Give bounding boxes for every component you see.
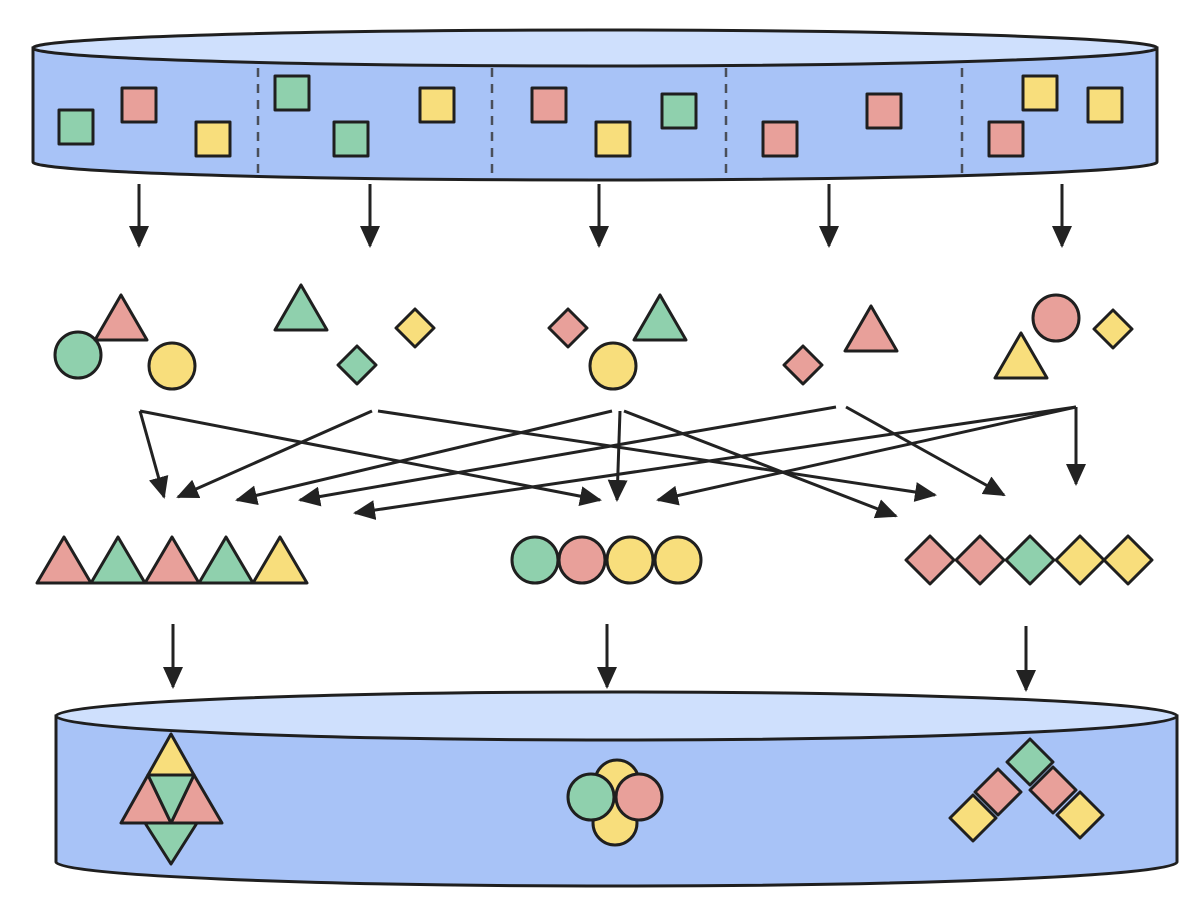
triangle-group: [35, 535, 309, 585]
yellow-circle-icon: [147, 341, 197, 391]
red-diamond-icon: [1028, 765, 1078, 815]
split-arrows: [129, 184, 1072, 248]
input-store-body: [31, 46, 1159, 182]
red-diamond-icon: [782, 344, 824, 386]
shuffle-arrow: [845, 405, 1006, 497]
shuffle-arrow: [298, 405, 837, 507]
green-square-icon: [273, 74, 311, 112]
red-triangle-icon: [843, 304, 899, 353]
yellow-square-icon: [594, 120, 632, 158]
shuffle-arrows: [138, 405, 1086, 520]
yellow-square-icon: [418, 86, 456, 124]
input-partition: [761, 92, 903, 158]
shuffle-arrow: [176, 409, 373, 499]
output-data-store: [54, 690, 1179, 888]
circle-group: [510, 535, 703, 585]
green-triangle-icon: [143, 821, 199, 866]
yellow-circle-icon: [588, 341, 638, 391]
green-square-icon: [57, 108, 95, 146]
green-square-icon: [332, 120, 370, 158]
mapped-group: [53, 293, 197, 391]
red-square-icon: [530, 86, 568, 124]
red-triangle-icon: [35, 535, 93, 585]
yellow-square-icon: [1021, 74, 1059, 112]
red-square-icon: [865, 92, 903, 130]
yellow-diamond-icon: [1102, 534, 1154, 586]
mapped-group: [993, 293, 1134, 380]
green-diamond-icon: [336, 344, 378, 386]
triangle-result: [119, 732, 224, 866]
shuffle-arrow: [656, 405, 1077, 506]
green-triangle-icon: [197, 535, 255, 585]
input-data-store: [31, 28, 1159, 182]
green-circle-icon: [566, 772, 616, 822]
input-partition: [57, 86, 232, 158]
yellow-diamond-icon: [1054, 534, 1106, 586]
yellow-diamond-icon: [1092, 308, 1134, 350]
red-square-icon: [120, 86, 158, 124]
grouped-shapes: [35, 534, 1154, 586]
mapped-group: [782, 304, 899, 386]
mapped-shapes: [53, 283, 1134, 391]
green-diamond-icon: [1004, 534, 1056, 586]
red-triangle-icon: [143, 535, 201, 585]
red-circle-icon: [557, 535, 607, 585]
input-partition: [273, 74, 456, 158]
input-store-top: [31, 28, 1159, 68]
red-circle-icon: [1031, 293, 1081, 343]
shuffle-arrow: [377, 409, 937, 502]
red-square-icon: [761, 120, 799, 158]
diamond-result: [948, 737, 1105, 843]
yellow-diamond-icon: [948, 793, 998, 843]
red-triangle-icon: [93, 293, 149, 342]
yellow-circle-icon: [653, 535, 703, 585]
mapped-group: [547, 293, 688, 391]
yellow-square-icon: [194, 120, 232, 158]
red-circle-icon: [614, 772, 664, 822]
green-diamond-icon: [1005, 737, 1055, 787]
red-diamond-icon: [547, 307, 589, 349]
shuffle-arrow: [138, 410, 169, 499]
yellow-triangle-icon: [993, 331, 1049, 380]
shuffle-arrow: [623, 409, 898, 519]
shuffle-arrow: [353, 405, 1077, 520]
shuffle-arrow: [607, 410, 628, 502]
red-diamond-icon: [954, 534, 1006, 586]
red-square-icon: [987, 120, 1025, 158]
green-triangle-icon: [146, 773, 196, 825]
green-triangle-icon: [273, 283, 329, 332]
yellow-diamond-icon: [394, 307, 436, 349]
input-partition: [987, 74, 1124, 158]
green-triangle-icon: [632, 293, 688, 342]
output-store-top: [54, 690, 1179, 742]
yellow-diamond-icon: [1055, 790, 1105, 840]
reduce-arrows: [163, 624, 1036, 692]
input-partition: [530, 86, 698, 158]
shuffle-arrow: [235, 409, 613, 506]
diamond-group: [904, 534, 1154, 586]
mapped-group: [273, 283, 436, 386]
green-triangle-icon: [89, 535, 147, 585]
red-diamond-icon: [904, 534, 956, 586]
yellow-square-icon: [1086, 86, 1124, 124]
green-circle-icon: [510, 535, 560, 585]
shuffle-arrow: [139, 409, 602, 507]
red-diamond-icon: [973, 767, 1023, 817]
green-circle-icon: [53, 330, 103, 380]
circle-result: [566, 758, 664, 847]
yellow-circle-icon: [605, 535, 655, 585]
yellow-triangle-icon: [251, 535, 309, 585]
green-square-icon: [660, 92, 698, 130]
